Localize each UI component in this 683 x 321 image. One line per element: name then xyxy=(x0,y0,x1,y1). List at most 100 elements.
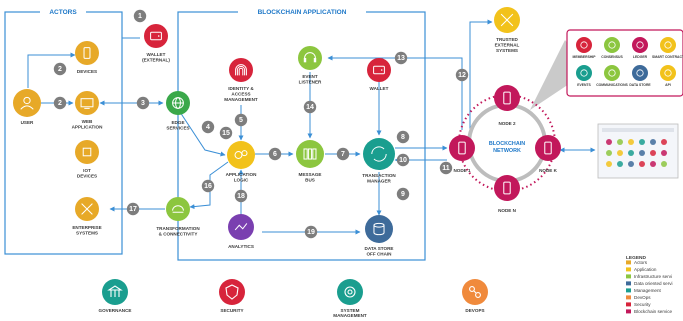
event-listener-label: EVENT xyxy=(302,74,318,79)
wallet-label: WALLET xyxy=(370,86,389,91)
event-listener-label: LISTENER xyxy=(299,79,322,84)
callout-item: LEDGER xyxy=(632,37,648,59)
actors-title: ACTORS xyxy=(49,9,77,16)
node-n-label: NODE N xyxy=(498,208,517,213)
devops-item: DEVOPS xyxy=(462,279,488,313)
step-badge: 17 xyxy=(126,202,140,216)
identity-label: ACCESS xyxy=(231,91,250,96)
node-1-node xyxy=(449,135,475,161)
svg-text:5: 5 xyxy=(239,117,243,124)
network-label-1: BLOCKCHAIN xyxy=(489,141,525,147)
svg-text:11: 11 xyxy=(442,165,450,172)
svg-text:Blockchain service: Blockchain service xyxy=(634,309,672,314)
shield-icon xyxy=(225,284,239,300)
step-badge: 5 xyxy=(234,113,248,127)
legend-item: Data oriented servi xyxy=(626,281,673,286)
analytics-node xyxy=(228,214,254,240)
svg-text:DevOps: DevOps xyxy=(634,295,651,300)
finger-icon xyxy=(235,64,247,76)
phone-icon xyxy=(503,181,511,195)
svg-text:14: 14 xyxy=(306,104,314,111)
head-icon xyxy=(303,52,317,63)
legend-item: Blockchain service xyxy=(626,309,672,314)
identity-label: MANAGEMENT xyxy=(224,97,258,102)
node-1-label: NODE 1 xyxy=(453,168,471,173)
svg-text:4: 4 xyxy=(206,124,210,131)
wallet-external-label: (EXTERNAL) xyxy=(142,57,170,62)
web-application-label: WEB xyxy=(82,119,93,124)
callout-item: API xyxy=(660,65,676,87)
svg-text:18: 18 xyxy=(237,193,245,200)
node-2-node xyxy=(494,85,520,111)
enterprise-systems-label: SYSTEMS xyxy=(76,230,98,235)
svg-text:API: API xyxy=(665,83,671,87)
step-badge: 19 xyxy=(304,225,318,239)
wallet-external-node xyxy=(144,24,168,48)
phone-icon xyxy=(544,141,552,155)
tools-icon xyxy=(500,13,514,27)
svg-text:9: 9 xyxy=(401,191,405,198)
svg-text:15: 15 xyxy=(222,130,230,137)
enterprise-systems-node xyxy=(75,197,99,221)
user-node xyxy=(13,89,41,117)
step-badge: 12 xyxy=(455,68,469,82)
svg-text:13: 13 xyxy=(397,55,405,62)
legend-item: Actors xyxy=(626,260,648,265)
tools-icon xyxy=(81,203,93,215)
step-badge: 11 xyxy=(439,161,453,175)
sync-icon xyxy=(371,146,387,162)
network-label-2: NETWORK xyxy=(493,148,521,154)
svg-text:Security: Security xyxy=(634,302,651,307)
legend-title: LEGEND xyxy=(626,255,647,261)
trusted-external-label: EXTERNAL xyxy=(495,42,520,47)
step-badge: 6 xyxy=(268,147,282,161)
svg-text:16: 16 xyxy=(204,183,212,190)
blockchain-app-title: BLOCKCHAIN APPLICATION xyxy=(258,9,347,16)
svg-text:12: 12 xyxy=(458,72,466,79)
trusted-external-node xyxy=(494,7,520,33)
actors-frame xyxy=(4,11,123,255)
step-badge: 9 xyxy=(396,187,410,201)
cog-icon xyxy=(344,286,356,298)
security-item: SECURITY xyxy=(219,279,245,313)
step-badge: 10 xyxy=(396,153,410,167)
step-badge: 15 xyxy=(219,126,233,140)
data-store-label: DATA STORE xyxy=(365,246,394,251)
user-icon xyxy=(20,96,34,110)
phone-icon xyxy=(458,141,466,155)
db-icon xyxy=(373,222,385,236)
svg-text:Application: Application xyxy=(634,267,657,272)
user-label: USER xyxy=(21,120,34,125)
edge-services-label: SERVICES xyxy=(166,125,189,130)
enterprise-systems-label: ENTERPRISE xyxy=(72,225,101,230)
web-application-node xyxy=(75,91,99,115)
security-label: SECURITY xyxy=(220,308,243,313)
data-store-label: OFF CHAIN xyxy=(366,251,392,256)
node-2-label: NODE 2 xyxy=(498,121,516,126)
governance-item: GOVERNANCE xyxy=(99,279,132,313)
svg-text:2: 2 xyxy=(58,66,62,73)
screen-icon xyxy=(80,98,94,109)
step-badge: 2 xyxy=(53,62,67,76)
svg-text:19: 19 xyxy=(307,229,315,236)
svg-text:LEDGER: LEDGER xyxy=(633,55,648,59)
transformation-label: & CONNECTIVITY xyxy=(159,231,198,236)
step-badge: 13 xyxy=(394,51,408,65)
svg-text:COMMUNICATIONS: COMMUNICATIONS xyxy=(596,83,628,87)
governance-label: GOVERNANCE xyxy=(99,308,132,313)
identity-node xyxy=(229,58,253,82)
svg-text:Actors: Actors xyxy=(634,260,648,265)
svg-text:CONSENSUS: CONSENSUS xyxy=(601,55,623,59)
transaction-manager-label: TRANSACTION xyxy=(362,173,396,178)
callout-item: MEMBERSHIP xyxy=(573,37,596,59)
step-badge: 14 xyxy=(303,100,317,114)
message-bus-label: BUS xyxy=(305,177,315,182)
step-badge: 1 xyxy=(133,9,147,23)
svg-text:Infrastructure servi: Infrastructure servi xyxy=(634,274,672,279)
legend-item: Security xyxy=(626,302,651,307)
step-badge: 8 xyxy=(396,130,410,144)
devices-node xyxy=(75,41,99,65)
trusted-external-label: SYSTEMS xyxy=(496,48,518,53)
